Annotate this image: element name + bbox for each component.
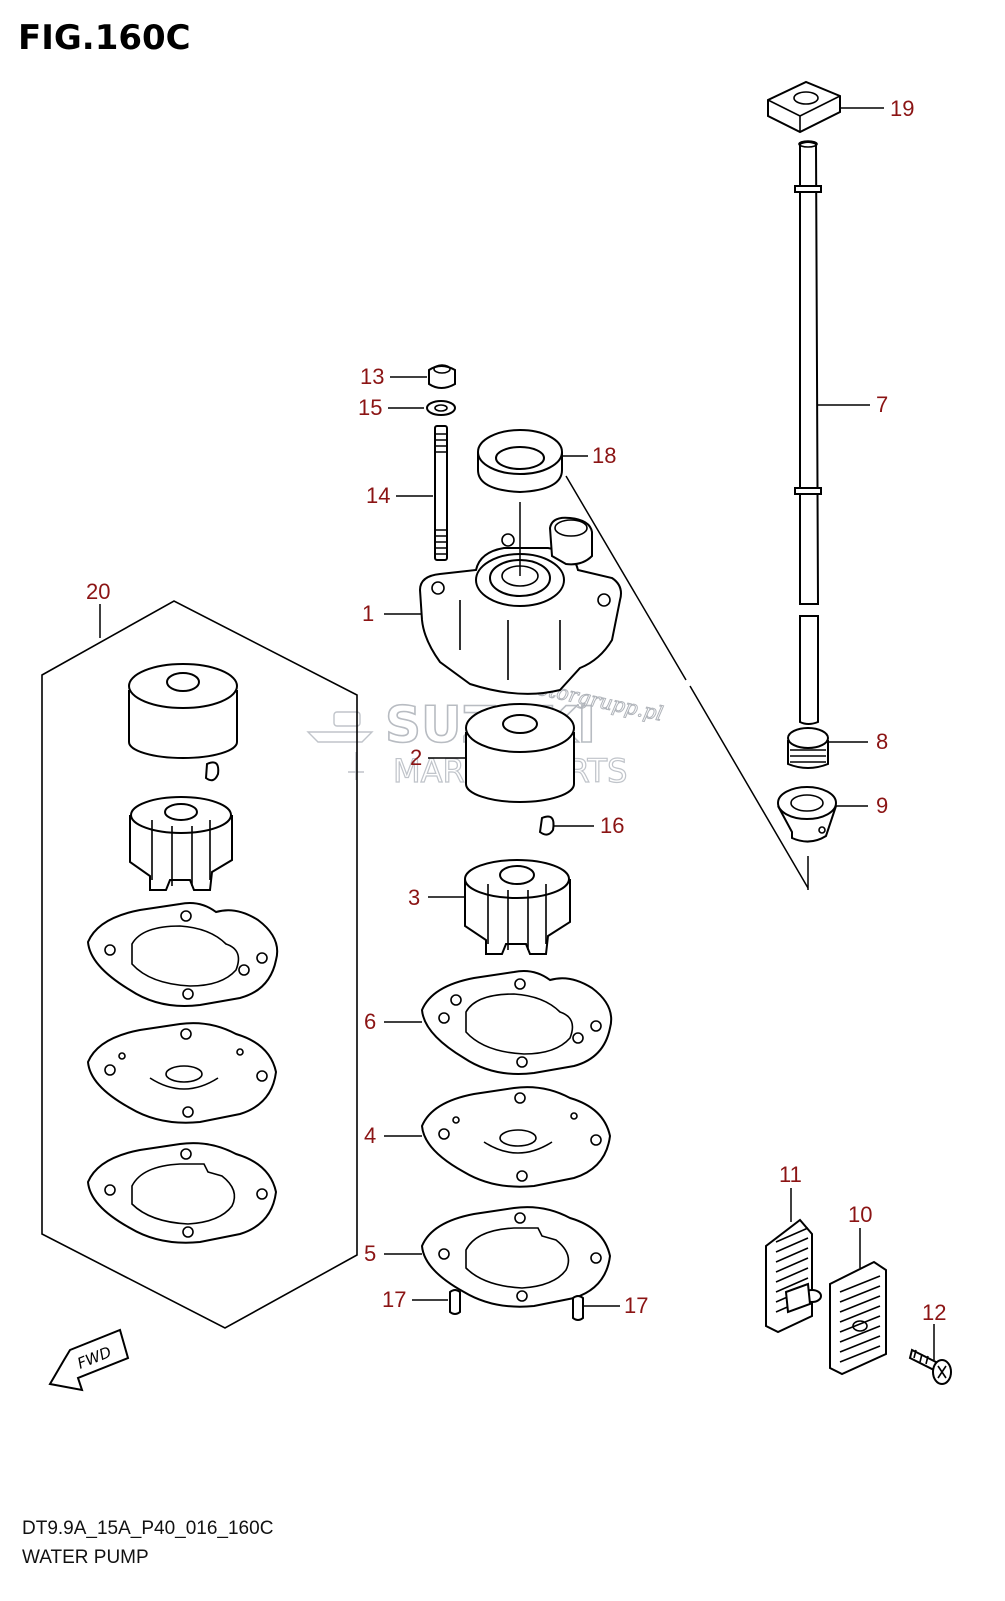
callout-4: 4 xyxy=(364,1123,376,1148)
callout-7: 7 xyxy=(876,392,888,417)
kit-gasket-lower xyxy=(86,1142,278,1244)
dowel-pins xyxy=(449,1289,584,1321)
kit-contents xyxy=(86,663,279,1244)
grommet xyxy=(787,727,829,769)
seal xyxy=(477,429,563,576)
liner xyxy=(465,703,575,803)
kit-impeller xyxy=(129,796,233,891)
callout-13: 13 xyxy=(360,364,384,389)
stud-bolt xyxy=(434,425,448,561)
callout-12: 12 xyxy=(922,1300,946,1325)
callout-14: 14 xyxy=(366,483,390,508)
fwd-arrow-badge: FWD xyxy=(48,1328,130,1392)
callout-10: 10 xyxy=(848,1202,872,1227)
gasket-upper xyxy=(420,970,613,1075)
callout-6: 6 xyxy=(364,1009,376,1034)
kit-key xyxy=(204,761,220,782)
washer xyxy=(426,400,456,416)
water-inlet-grille xyxy=(765,1218,822,1334)
pump-housing xyxy=(418,516,622,695)
impeller xyxy=(464,859,571,955)
callout-2: 2 xyxy=(410,745,422,770)
tube-seal xyxy=(777,786,837,843)
key xyxy=(538,815,555,836)
callout-labels: 1 2 3 4 5 6 7 8 9 10 11 12 13 14 15 16 1… xyxy=(86,96,946,1325)
figure-name: WATER PUMP xyxy=(22,1547,149,1568)
water-inlet-cover xyxy=(829,1260,887,1376)
callout-17-left: 17 xyxy=(382,1287,406,1312)
water-tube xyxy=(794,140,822,725)
plate xyxy=(420,1086,612,1188)
callout-18: 18 xyxy=(592,443,616,468)
tube-cap xyxy=(767,80,841,134)
screw xyxy=(908,1348,952,1385)
callout-17-right: 17 xyxy=(624,1293,648,1318)
watermark-boat-icon xyxy=(306,711,374,780)
gasket-lower xyxy=(420,1206,612,1308)
kit-gasket-upper xyxy=(86,902,279,1007)
callout-9: 9 xyxy=(876,793,888,818)
callout-19: 19 xyxy=(890,96,914,121)
callout-16: 16 xyxy=(600,813,624,838)
kit-liner xyxy=(128,663,238,759)
alignment-lines xyxy=(565,475,809,890)
leader-lines xyxy=(99,107,935,1360)
nut xyxy=(428,364,456,389)
callout-5: 5 xyxy=(364,1241,376,1266)
figure-code: DT9.9A_15A_P40_016_160C xyxy=(22,1518,274,1539)
kit-plate xyxy=(86,1022,278,1124)
kit-box xyxy=(41,600,358,1329)
callout-11: 11 xyxy=(779,1162,802,1187)
callout-15: 15 xyxy=(358,395,382,420)
callout-8: 8 xyxy=(876,729,888,754)
callout-3: 3 xyxy=(408,885,420,910)
callout-1: 1 xyxy=(362,601,374,626)
callout-20: 20 xyxy=(86,579,110,604)
figure-title: FIG.160C xyxy=(18,18,191,58)
